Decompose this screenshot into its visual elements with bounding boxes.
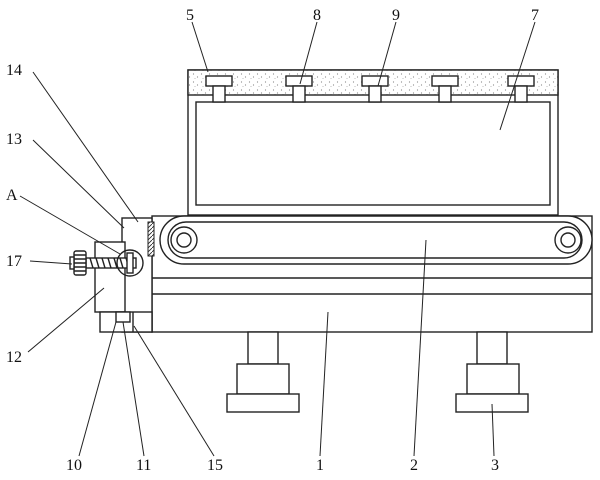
label-15: 15 bbox=[207, 457, 223, 474]
label-1: 1 bbox=[316, 457, 324, 474]
label-13: 13 bbox=[6, 131, 22, 148]
right-leg bbox=[455, 331, 529, 413]
label-9: 9 bbox=[392, 7, 400, 24]
knob-17 bbox=[69, 250, 87, 276]
label-12: 12 bbox=[6, 349, 22, 366]
label-11: 11 bbox=[136, 457, 151, 474]
label-7: 7 bbox=[531, 7, 539, 24]
side-clamp-assembly bbox=[69, 217, 155, 333]
nozzle-5 bbox=[507, 75, 535, 103]
label-10: 10 bbox=[66, 457, 82, 474]
nozzle-3 bbox=[361, 75, 389, 103]
left-leg bbox=[226, 331, 300, 413]
leader-lines bbox=[19, 21, 536, 457]
detail-circle-A bbox=[116, 249, 144, 277]
nut bbox=[126, 252, 134, 274]
label-2: 2 bbox=[410, 457, 418, 474]
label-8: 8 bbox=[313, 7, 321, 24]
left-roller bbox=[170, 226, 198, 254]
hatched-pad-14 bbox=[147, 221, 155, 257]
inner-panel-7 bbox=[195, 101, 551, 206]
label-A: A bbox=[6, 187, 18, 204]
clamp-block-12 bbox=[94, 241, 126, 313]
label-3: 3 bbox=[491, 457, 499, 474]
label-5: 5 bbox=[186, 7, 194, 24]
part-labels: 5 8 9 7 14 13 A 17 12 10 11 15 1 2 3 bbox=[6, 7, 539, 474]
right-roller bbox=[554, 226, 582, 254]
slide-block-11 bbox=[115, 311, 131, 323]
label-17: 17 bbox=[6, 253, 22, 270]
label-14: 14 bbox=[6, 62, 22, 79]
conveyor-belt bbox=[159, 215, 593, 265]
nozzle-row bbox=[205, 75, 535, 103]
nozzle-1 bbox=[205, 75, 233, 103]
nozzle-4 bbox=[431, 75, 459, 103]
nozzle-2 bbox=[285, 75, 313, 103]
